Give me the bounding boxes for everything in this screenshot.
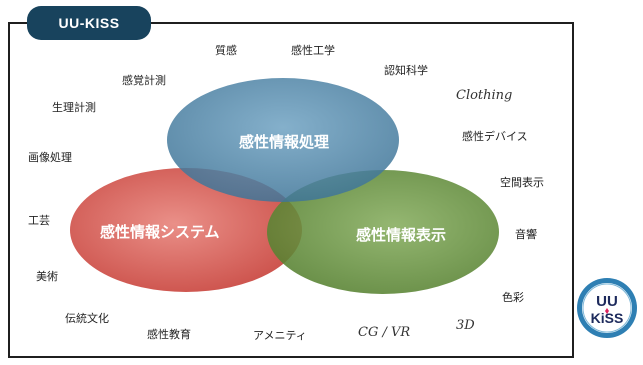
keyword-kansei-device: 感性デバイス <box>462 130 528 143</box>
keyword-shitsukan: 質感 <box>215 44 237 57</box>
keyword-ninchi-kagaku: 認知科学 <box>384 64 428 77</box>
keyword-onkyou: 音響 <box>515 228 537 241</box>
keyword-clothing: Clothing <box>456 88 513 103</box>
keyword-gazou-shori: 画像処理 <box>28 151 72 164</box>
venn-circle-left <box>70 168 302 292</box>
keyword-kougei: 工芸 <box>28 214 50 227</box>
logo-line2: KiSS <box>591 310 624 326</box>
uu-kiss-tag: UU-KISS <box>27 6 151 40</box>
keyword-3d: 3D <box>456 318 475 333</box>
uu-kiss-logo: UU KiSS <box>574 270 640 360</box>
venn-circle-top <box>167 78 399 202</box>
keyword-kankaku-keisoku: 感覚計測 <box>122 74 166 87</box>
keyword-bijutsu: 美術 <box>36 270 58 283</box>
circle-label-top: 感性情報処理 <box>239 134 330 151</box>
heart-icon <box>605 308 609 314</box>
keyword-cg-vr: CG / VR <box>358 325 411 340</box>
keyword-dentou-bunka: 伝統文化 <box>65 312 109 325</box>
circle-label-left: 感性情報システム <box>100 224 220 241</box>
keyword-amenity: アメニティ <box>253 329 307 342</box>
keyword-kansei-kogaku: 感性工学 <box>291 44 335 57</box>
logo-line1: UU <box>596 293 618 310</box>
keyword-seiri-keisoku: 生理計測 <box>52 101 96 114</box>
circle-label-right: 感性情報表示 <box>356 227 447 244</box>
venn-circle-right <box>267 170 499 294</box>
keyword-shikisai: 色彩 <box>502 291 524 304</box>
keyword-kuukan-hyouji: 空間表示 <box>500 176 544 189</box>
keyword-kansei-kyouiku: 感性教育 <box>147 328 191 341</box>
